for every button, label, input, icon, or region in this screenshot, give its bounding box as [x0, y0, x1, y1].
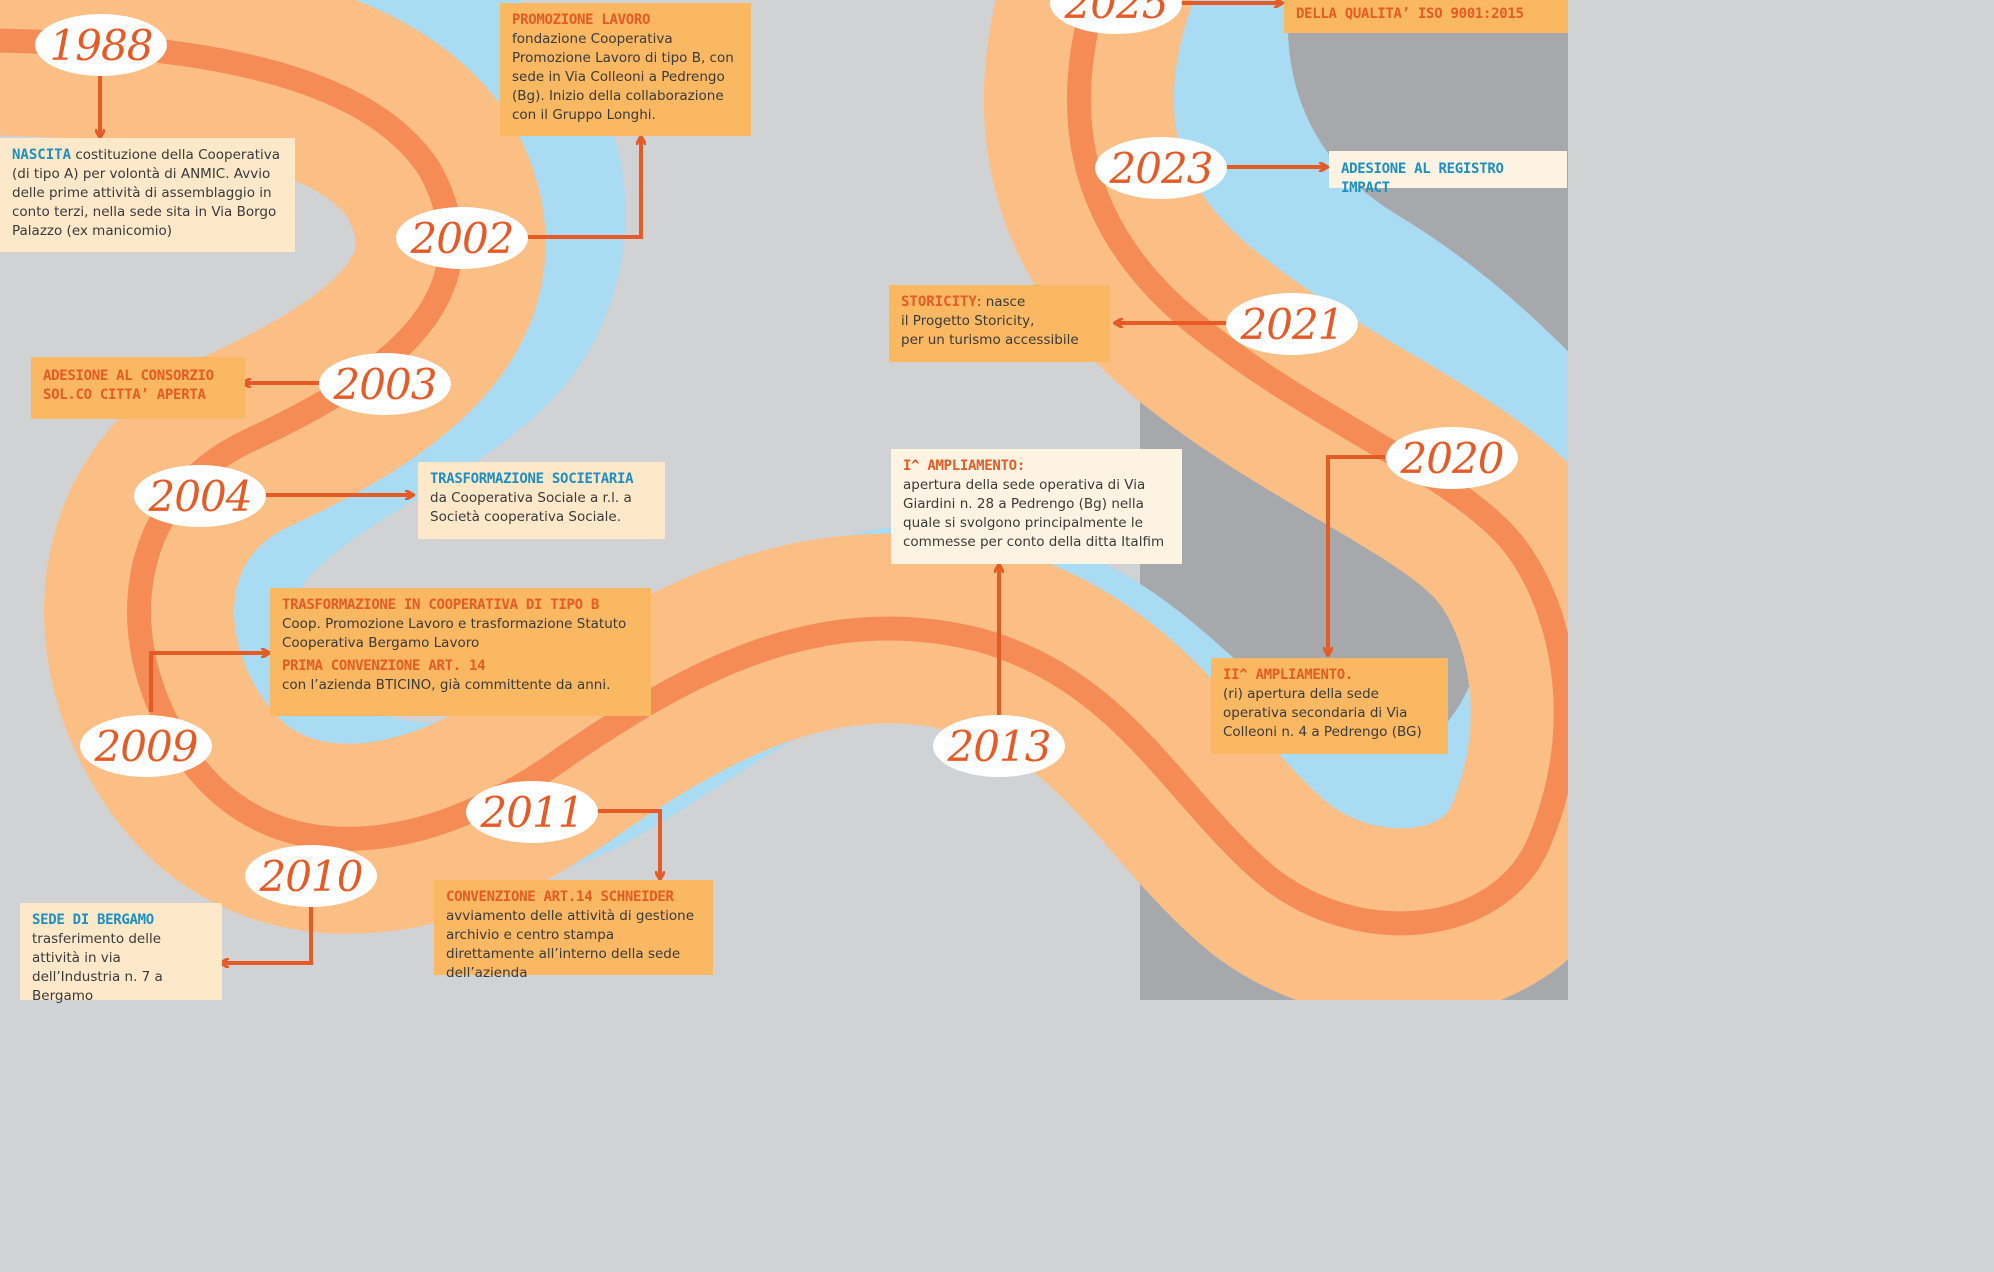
- event-consorzio: ADESIONE AL CONSORZIO SOL.CO CITTA’ APER…: [31, 357, 245, 419]
- arrow-2011: [598, 809, 660, 878]
- event-storicity-title: STORICITY: [901, 294, 977, 310]
- event-tipob-text: Coop. Promozione Lavoro e trasformazione…: [282, 616, 627, 651]
- year-badge-2013: 2013: [933, 715, 1065, 777]
- arrow-2009: [149, 653, 268, 712]
- event-trasformazione-title: TRASFORMAZIONE SOCIETARIA: [430, 471, 634, 487]
- year-badge-2002: 2002: [396, 207, 528, 269]
- arrow-2002: [518, 138, 641, 239]
- event-promozione-title: PROMOZIONE LAVORO: [512, 12, 651, 28]
- event-iso: DELLA QUALITA’ ISO 9001:2015: [1284, 0, 1568, 33]
- event-ampliamento1-title: I^ AMPLIAMENTO:: [903, 458, 1025, 474]
- event-nascita-text: costituzione della Cooperativa (di tipo …: [12, 147, 281, 239]
- year-badge-2020: 2020: [1386, 427, 1518, 489]
- event-nascita-title: NASCITA: [12, 147, 72, 163]
- event-storicity-text1: : nasce: [976, 294, 1026, 310]
- event-schneider-text: avviamento delle attività di gestione ar…: [446, 908, 694, 981]
- event-tipob: TRASFORMAZIONE IN COOPERATIVA DI TIPO B …: [270, 588, 651, 716]
- event-ampliamento2-text: (ri) apertura della sede operativa secon…: [1223, 686, 1422, 740]
- event-bergamo: SEDE DI BERGAMO trasferimento delle atti…: [20, 903, 222, 1004]
- event-promozione-text: fondazione Cooperativa Promozione Lavoro…: [512, 31, 734, 123]
- event-consorzio-line2: SOL.CO CITTA’ APERTA: [43, 387, 206, 403]
- event-storicity: STORICITY: nasce il Progetto Storicity, …: [889, 285, 1110, 362]
- arrow-2010: [222, 906, 313, 963]
- event-consorzio-line1: ADESIONE AL CONSORZIO: [43, 368, 214, 384]
- year-badge-2021: 2021: [1226, 293, 1358, 355]
- event-schneider: CONVENZIONE ART.14 SCHNEIDER avviamento …: [434, 880, 713, 981]
- year-badge-1988: 1988: [35, 14, 167, 76]
- event-trasformazione-text: da Cooperativa Sociale a r.l. a Società …: [430, 490, 632, 525]
- year-badge-2010: 2010: [245, 845, 377, 907]
- year-badge-2004: 2004: [134, 465, 266, 527]
- event-storicity-text2: il Progetto Storicity,: [901, 313, 1035, 329]
- event-tipob-text2: con l’azienda BTICINO, già committente d…: [282, 677, 611, 693]
- arrow-2020: [1328, 455, 1385, 654]
- event-promozione: PROMOZIONE LAVORO fondazione Cooperativa…: [500, 3, 751, 136]
- event-iso-title: DELLA QUALITA’ ISO 9001:2015: [1296, 6, 1524, 22]
- event-bergamo-title: SEDE DI BERGAMO: [32, 912, 154, 928]
- event-bergamo-text: trasferimento delle attività in via dell…: [32, 931, 163, 1004]
- year-badge-2003: 2003: [319, 353, 451, 415]
- year-badge-2011: 2011: [466, 781, 598, 843]
- event-schneider-title: CONVENZIONE ART.14 SCHNEIDER: [446, 889, 674, 905]
- event-ampliamento2: II^ AMPLIAMENTO. (ri) apertura della sed…: [1211, 658, 1448, 754]
- event-tipob-title: TRASFORMAZIONE IN COOPERATIVA DI TIPO B: [282, 597, 600, 613]
- event-ampliamento1-text: apertura della sede operativa di Via Gia…: [903, 477, 1165, 550]
- event-nascita: NASCITA costituzione della Cooperativa (…: [0, 138, 295, 252]
- event-tipob-title2: PRIMA CONVENZIONE ART. 14: [282, 658, 486, 674]
- year-badge-2023: 2023: [1095, 137, 1227, 199]
- event-storicity-text3: per un turismo accessibile: [901, 332, 1079, 348]
- river-right: [1137, 0, 1568, 535]
- event-trasformazione: TRASFORMAZIONE SOCIETARIA da Cooperativa…: [418, 462, 665, 539]
- event-ampliamento1: I^ AMPLIAMENTO: apertura della sede oper…: [891, 449, 1182, 564]
- event-impact: ADESIONE AL REGISTRO IMPACT: [1329, 151, 1567, 196]
- year-badge-2009: 2009: [80, 715, 212, 777]
- event-impact-title: ADESIONE AL REGISTRO IMPACT: [1341, 161, 1504, 196]
- event-ampliamento2-title: II^ AMPLIAMENTO.: [1223, 667, 1354, 683]
